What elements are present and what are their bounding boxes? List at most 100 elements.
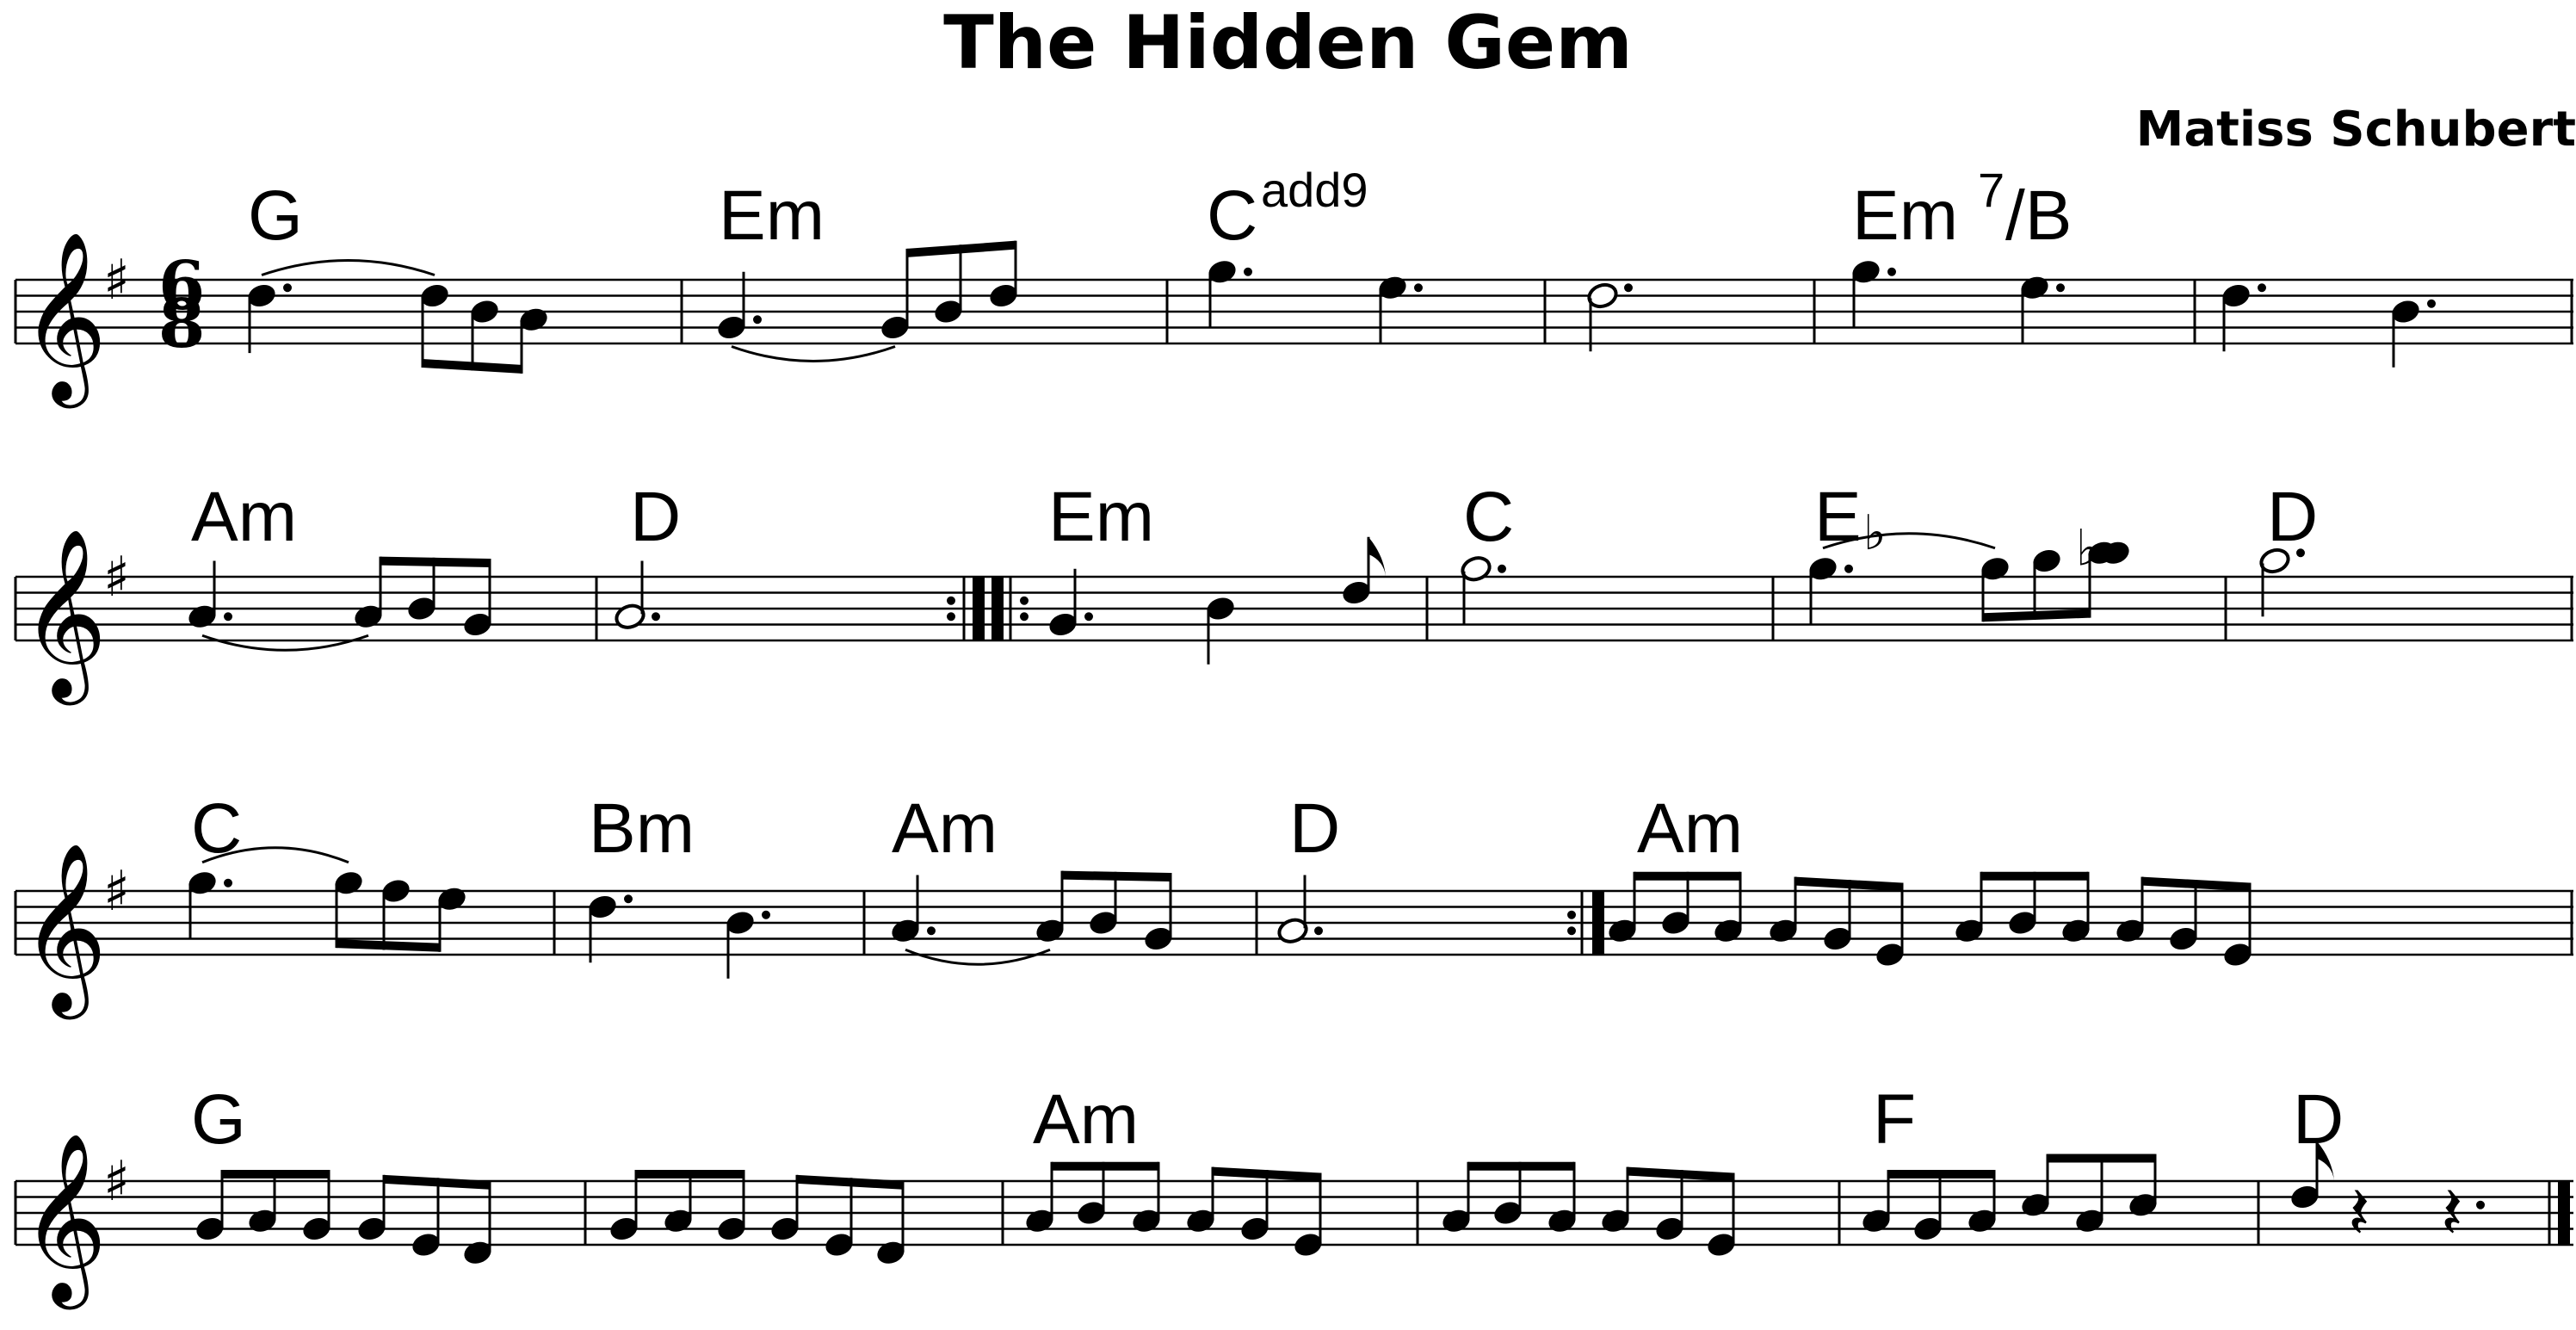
augmentation-dot	[1844, 564, 1853, 573]
augmentation-dot	[624, 894, 633, 904]
note-beam	[337, 939, 440, 952]
note-beam	[222, 1170, 329, 1179]
note-beam	[907, 240, 1016, 257]
augmentation-dot	[2476, 1200, 2485, 1209]
augmentation-dot	[762, 910, 770, 919]
note-beam	[636, 1170, 744, 1179]
note-head	[2170, 927, 2197, 950]
augmentation-dot	[1887, 267, 1896, 276]
chord-symbol: Am	[892, 789, 998, 868]
augmentation-dot	[1244, 267, 1252, 276]
note-head	[1914, 1217, 1942, 1240]
note-head	[771, 1217, 799, 1240]
repeat-dot	[947, 596, 955, 605]
note-head	[877, 1241, 905, 1264]
note-head	[881, 316, 909, 339]
note-head	[1090, 912, 1117, 934]
note-head	[664, 1209, 692, 1232]
rest-symbol: 𝄽	[2441, 1171, 2463, 1255]
note-head	[382, 880, 410, 902]
note-head	[1208, 261, 1236, 283]
chord-symbol: C	[191, 789, 242, 868]
chord-symbol: Am	[1033, 1080, 1139, 1159]
note-head	[718, 1217, 745, 1240]
augmentation-dot	[224, 612, 232, 622]
augmentation-dot	[224, 878, 232, 888]
chord-symbol: F	[1873, 1080, 1916, 1159]
note-head	[1207, 597, 1234, 620]
note-head	[935, 300, 962, 323]
note-head	[471, 300, 498, 323]
tie-arc	[201, 634, 369, 652]
note-head	[2022, 1194, 2049, 1216]
note-beam	[1468, 1161, 1574, 1171]
note-head	[1548, 1209, 1576, 1232]
note-head	[249, 1209, 276, 1232]
note-head	[2062, 919, 2090, 942]
augmentation-dot	[652, 612, 660, 622]
note-beam	[1795, 876, 1902, 892]
note-head	[408, 597, 436, 620]
note-head	[1863, 1209, 1890, 1232]
tie-arc	[731, 345, 896, 362]
augmentation-dot	[1414, 283, 1423, 293]
augmentation-dot	[1624, 283, 1633, 293]
note-head	[1876, 943, 1904, 966]
note-head	[438, 888, 466, 910]
note-beam	[384, 1174, 490, 1190]
note-head	[464, 1241, 491, 1264]
note-head	[2033, 549, 2060, 572]
treble-clef-icon: 𝄞	[21, 528, 107, 705]
note-head	[1824, 927, 1851, 950]
chord-extension: 7	[1978, 163, 2005, 217]
key-signature-sharp: ♯	[103, 249, 130, 312]
augmentation-dot	[283, 283, 292, 293]
chord-symbol: Bm	[589, 789, 695, 868]
chord-symbol: E	[1814, 478, 1862, 556]
repeat-dot	[1567, 910, 1576, 919]
key-signature-sharp: ♯	[103, 1150, 130, 1214]
note-flag	[1368, 536, 1386, 577]
repeat-dot	[947, 612, 955, 622]
thick-barline	[991, 577, 1004, 640]
note-head	[355, 605, 382, 628]
thick-barline	[1592, 891, 1604, 955]
notation-layer: 𝄞♯68𝄞♯𝄞♯𝄞♯♭𝄽𝄽	[21, 231, 2573, 1309]
note-head	[2291, 1185, 2319, 1209]
note-head	[825, 1234, 853, 1256]
chord-symbols-layer: G Em C add9 Em 7 /B Am D Em C E ♭ D C Bm…	[191, 163, 2344, 1159]
chord-symbol: G	[248, 176, 303, 255]
note-head	[520, 308, 547, 331]
note-head	[1442, 1209, 1470, 1232]
chord-symbol: Am	[1637, 789, 1743, 868]
note-beam	[380, 556, 490, 567]
note-beam	[1052, 1161, 1158, 1171]
chord-symbol: Em	[1048, 478, 1154, 556]
note-head	[2129, 1194, 2157, 1216]
note-head	[464, 613, 491, 636]
staff-lines-layer	[14, 278, 2573, 1246]
note-head	[1809, 558, 1837, 580]
augmentation-dot	[2296, 548, 2305, 558]
note-head	[1662, 912, 1690, 934]
note-head	[2102, 541, 2129, 564]
thick-barline	[973, 577, 985, 640]
note-head	[1656, 1217, 1683, 1240]
chord-symbol: D	[630, 478, 681, 556]
chord-symbol: Em	[1852, 176, 1958, 255]
note-head	[1294, 1234, 1322, 1256]
note-beam	[2048, 1154, 2155, 1163]
note-head	[1145, 927, 1172, 950]
note-head	[892, 919, 919, 942]
note-beam	[2142, 876, 2250, 892]
note-head	[188, 605, 216, 628]
thick-barline	[2558, 1181, 2570, 1245]
note-head	[1968, 1209, 1996, 1232]
tie-arc	[905, 948, 1051, 966]
chord-symbol: G	[191, 1080, 246, 1159]
note-beam	[1213, 1166, 1320, 1182]
note-head	[610, 1217, 638, 1240]
note-head	[1133, 1209, 1160, 1232]
note-head	[726, 912, 754, 934]
augmentation-dot	[1314, 926, 1323, 936]
